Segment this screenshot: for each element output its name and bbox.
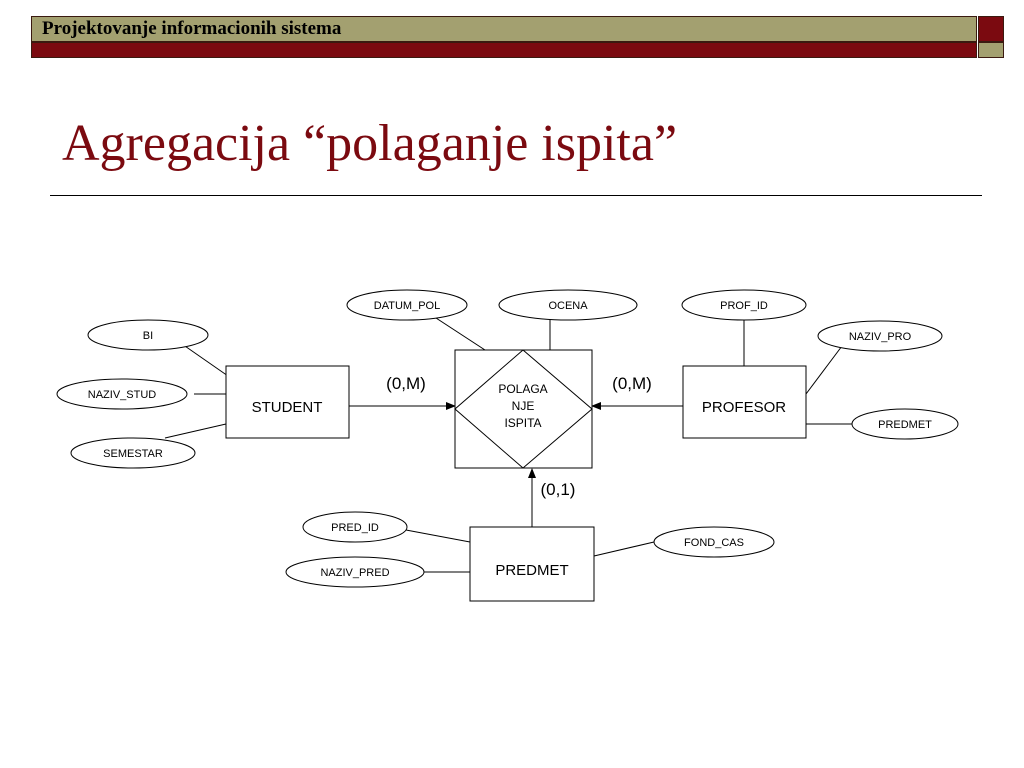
attribute-naziv-stud <box>56 378 188 410</box>
connector-lines <box>164 317 852 573</box>
header-underbar <box>31 42 977 58</box>
entity-student-label: STUDENT <box>252 399 323 416</box>
attribute-naziv-stud-label: NAZIV_STUD <box>88 389 157 401</box>
line-predid-predmet <box>405 529 471 543</box>
header-corner-olive <box>978 42 1004 58</box>
header-corner-red <box>978 16 1004 42</box>
attribute-ocena <box>498 289 638 321</box>
line-datumpol-rel <box>435 317 486 351</box>
line-nazivpro-profesor <box>805 345 843 395</box>
line-fondcas-predmet <box>593 541 655 557</box>
attribute-predmet-label: PREDMET <box>878 419 932 431</box>
relationship-label-line3: ISPITA <box>504 416 541 430</box>
line-semestar-student <box>164 423 227 439</box>
entity-profesor-label: PROFESOR <box>702 399 786 416</box>
attribute-datum-pol-label: DATUM_POL <box>374 300 440 312</box>
attribute-datum-pol <box>346 289 468 321</box>
cardinality-student: (0,M) <box>386 374 426 393</box>
attribute-ocena-label: OCENA <box>548 300 588 312</box>
attribute-bi-label: BI <box>143 330 153 342</box>
line-bi-student <box>181 343 229 377</box>
relationship-label-line1: POLAGA <box>498 382 547 396</box>
header-title: Projektovanje informacionih sistema <box>42 18 342 39</box>
attribute-bi <box>87 319 209 351</box>
slide-title: Agregacija “polaganje ispita” <box>62 115 678 172</box>
attribute-naziv-pro <box>817 320 943 352</box>
attribute-fond-cas <box>653 526 775 558</box>
title-rule <box>50 195 982 196</box>
attribute-fond-cas-label: FOND_CAS <box>684 537 744 549</box>
entity-student <box>225 365 350 439</box>
entity-profesor <box>682 365 807 439</box>
attribute-semestar-label: SEMESTAR <box>103 448 163 460</box>
attribute-naziv-pred <box>285 556 425 588</box>
entity-predmet-label: PREDMET <box>495 562 568 579</box>
entity-predmet <box>469 526 595 602</box>
header-bar: Projektovanje informacionih sistema <box>31 16 977 42</box>
relationship-label-line2: NJE <box>512 399 535 413</box>
attribute-pred-id-label: PRED_ID <box>331 522 379 534</box>
relationship-diamond <box>454 349 593 469</box>
attribute-prof-id-label: PROF_ID <box>720 300 768 312</box>
attribute-naziv-pred-label: NAZIV_PRED <box>320 567 389 579</box>
attribute-naziv-pro-label: NAZIV_PRO <box>849 331 912 343</box>
attribute-semestar <box>70 437 196 469</box>
attribute-predmet <box>851 408 959 440</box>
cardinality-predmet: (0,1) <box>541 480 576 499</box>
attribute-pred-id <box>302 511 408 543</box>
attribute-prof-id <box>681 289 807 321</box>
cardinality-profesor: (0,M) <box>612 374 652 393</box>
